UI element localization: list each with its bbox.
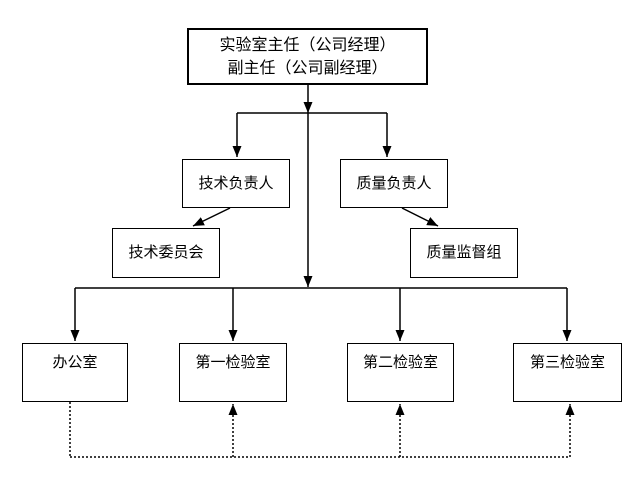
node-lab2-label: 第二检验室 <box>362 354 438 371</box>
edge-quality-lead-to-supervision <box>401 207 439 227</box>
node-tech-committee: 技术委员会 <box>112 228 220 278</box>
node-lab1-label: 第一检验室 <box>195 354 271 371</box>
node-lab3-label: 第三检验室 <box>529 354 605 371</box>
node-lab2: 第二检验室 <box>347 343 454 402</box>
node-office-label: 办公室 <box>52 354 98 371</box>
node-office: 办公室 <box>22 343 128 402</box>
node-quality-supervision-label: 质量监督组 <box>426 244 502 261</box>
node-lab1: 第一检验室 <box>179 343 287 402</box>
node-lab3: 第三检验室 <box>513 343 622 402</box>
node-lab-director: 实验室主任（公司经理） 副主任（公司副经理） <box>187 28 428 85</box>
node-tech-lead: 技术负责人 <box>182 159 290 208</box>
node-quality-supervision: 质量监督组 <box>410 228 518 278</box>
node-quality-lead: 质量负责人 <box>340 159 448 208</box>
edge-tech-lead-to-committee <box>192 207 231 227</box>
node-lab-director-line2: 副主任（公司副经理） <box>227 59 388 77</box>
node-tech-committee-label: 技术委员会 <box>128 244 204 261</box>
node-quality-lead-label: 质量负责人 <box>356 174 432 192</box>
node-tech-lead-label: 技术负责人 <box>198 174 274 192</box>
node-lab-director-line1: 实验室主任（公司经理） <box>219 36 396 54</box>
